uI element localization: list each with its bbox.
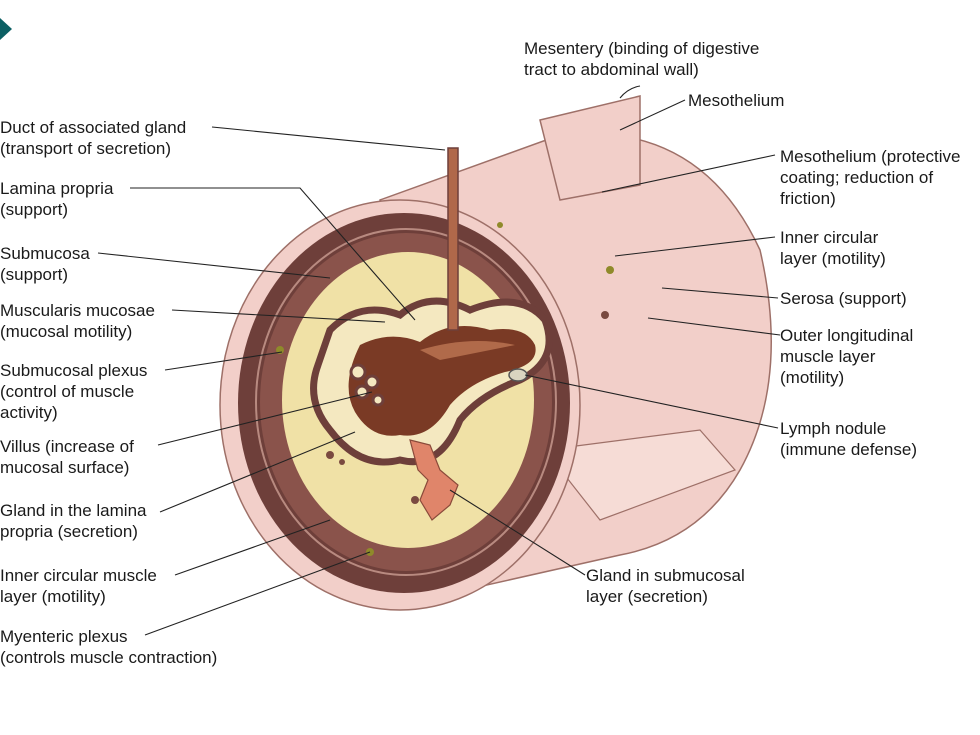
leader-serosa (661, 287, 779, 299)
leader-outer-longitudinal (647, 317, 781, 336)
leader-muscularis (171, 309, 386, 323)
leader-myenteric (144, 551, 371, 636)
cut-step (543, 429, 737, 521)
leader-mesothelium-top (619, 99, 686, 131)
leader-gland-submucosal (449, 489, 586, 576)
plexus-spots (276, 222, 614, 556)
label-lamina-propria: Lamina propria(support) (0, 179, 114, 219)
lymph-nodule-shape (508, 368, 528, 382)
leader-villus (157, 391, 373, 446)
label-duct: Duct of associated gland(transport of se… (0, 118, 187, 158)
lumen-highlight (420, 341, 515, 360)
leader-gland-lamina (159, 431, 356, 513)
label-mesothelium-top: Mesothelium (688, 91, 785, 110)
label-serosa: Serosa (support) (780, 289, 907, 308)
label-lymph-nodule: Lymph nodule(immune defense) (780, 419, 918, 459)
leader-lines (97, 85, 781, 636)
submucosal-gland (409, 439, 459, 521)
leader-duct (211, 126, 446, 151)
muscle-separator (255, 228, 557, 576)
leader-lamina (130, 187, 416, 321)
leader-mesothelium-protective (601, 154, 776, 193)
corner-arrow-icon (0, 18, 12, 40)
label-muscularis-mucosae: Muscularis mucosae(mucosal motility) (0, 301, 155, 341)
gland-duct (447, 147, 459, 331)
label-submucosa: Submucosa(support) (0, 244, 90, 284)
leader-mesentery (619, 85, 641, 99)
leader-inner-circular-muscle (174, 519, 331, 576)
vessel-spots (326, 311, 609, 504)
leader-inner-circular-layer (614, 236, 776, 257)
leader-submucosa (97, 252, 331, 279)
mesentery-flap (539, 95, 641, 201)
leader-submucosal-plexus (164, 351, 283, 371)
lumen (348, 326, 536, 436)
label-myenteric-plexus: Myenteric plexus(controls muscle contrac… (0, 627, 218, 667)
leader-lymph-nodule (524, 374, 779, 429)
